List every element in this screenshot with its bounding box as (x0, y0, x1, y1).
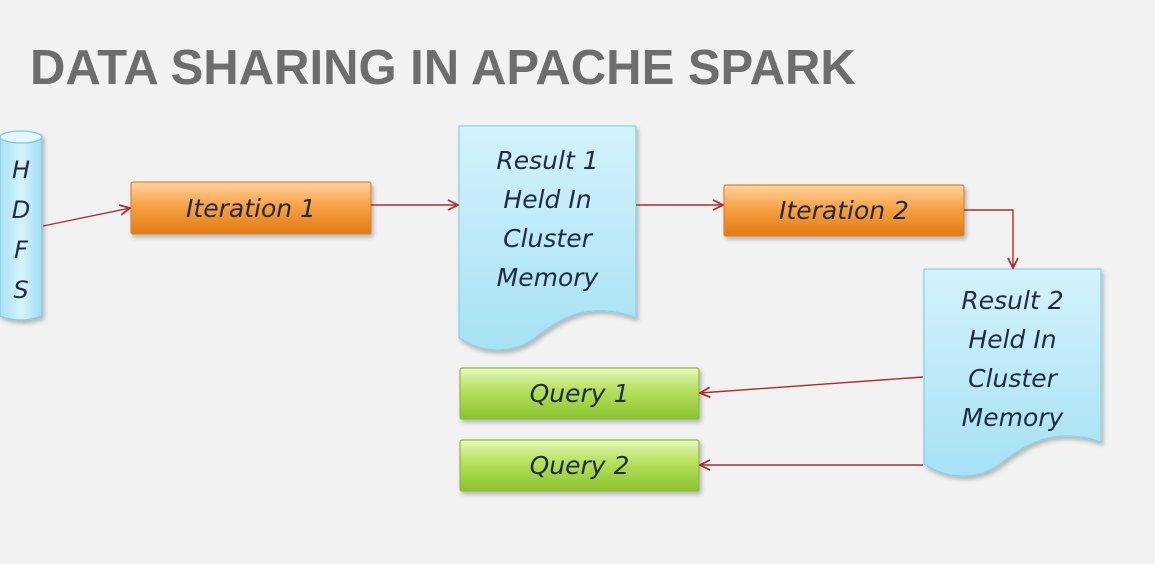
page-title: DATA SHARING IN APACHE SPARK (30, 41, 856, 95)
arrow-iteration-2-to-result-2 (964, 209, 1013, 268)
query-2-box (459, 439, 700, 492)
query-1-box (459, 367, 700, 420)
result-1-document (458, 125, 637, 351)
arrow-result-2-to-query-1 (700, 376, 924, 393)
arrow-hdfs-to-iteration-1 (42, 208, 130, 227)
iteration-1-box (130, 181, 372, 235)
iteration-2-box (723, 184, 965, 237)
hdfs-cylinder (0, 130, 43, 321)
result-2-document (923, 268, 1102, 477)
